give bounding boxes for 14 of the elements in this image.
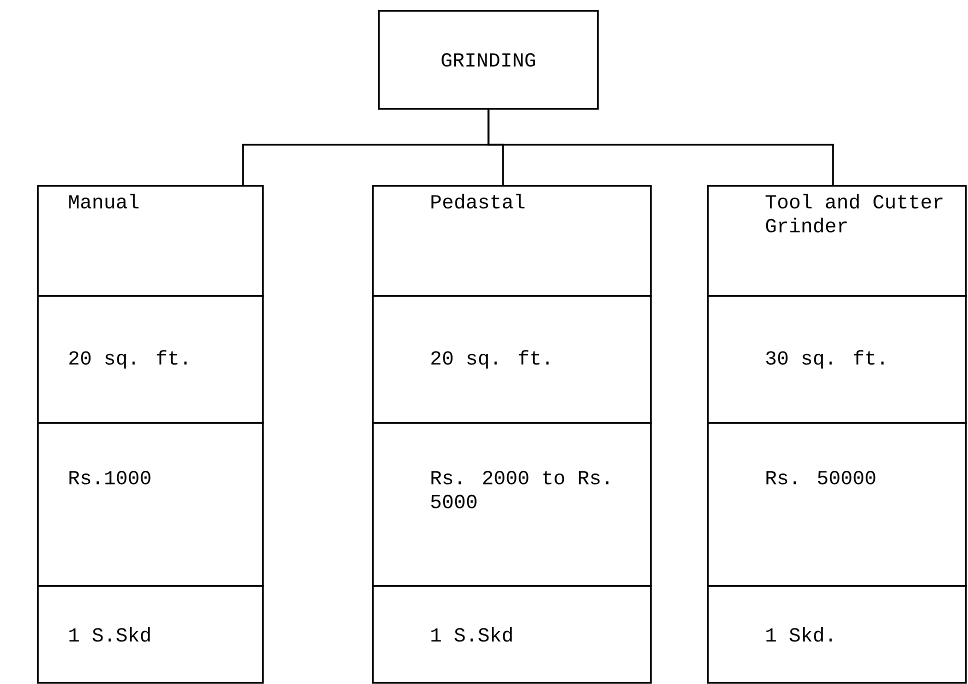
table-cell: 1 S.Skd <box>372 584 652 684</box>
table-cell: Rs. 2000 to Rs. 5000 <box>372 422 652 587</box>
table-cell: 20 sq. ft. <box>37 294 264 424</box>
table-cell: Rs. 50000 <box>707 422 967 587</box>
table-cell: 20 sq. ft. <box>372 294 652 424</box>
connector-line <box>488 110 834 185</box>
table-cell: 30 sq. ft. <box>707 294 967 424</box>
table-cell: Tool and Cutter Grinder <box>707 184 967 297</box>
table-cell: Manual <box>37 184 264 297</box>
category-box: GRINDING <box>378 10 599 110</box>
table-cell: Pedastal <box>372 184 652 297</box>
table-cell: Rs.1000 <box>37 422 264 587</box>
table-cell: 1 S.Skd <box>37 584 264 684</box>
table-cell: 1 Skd. <box>707 584 967 684</box>
